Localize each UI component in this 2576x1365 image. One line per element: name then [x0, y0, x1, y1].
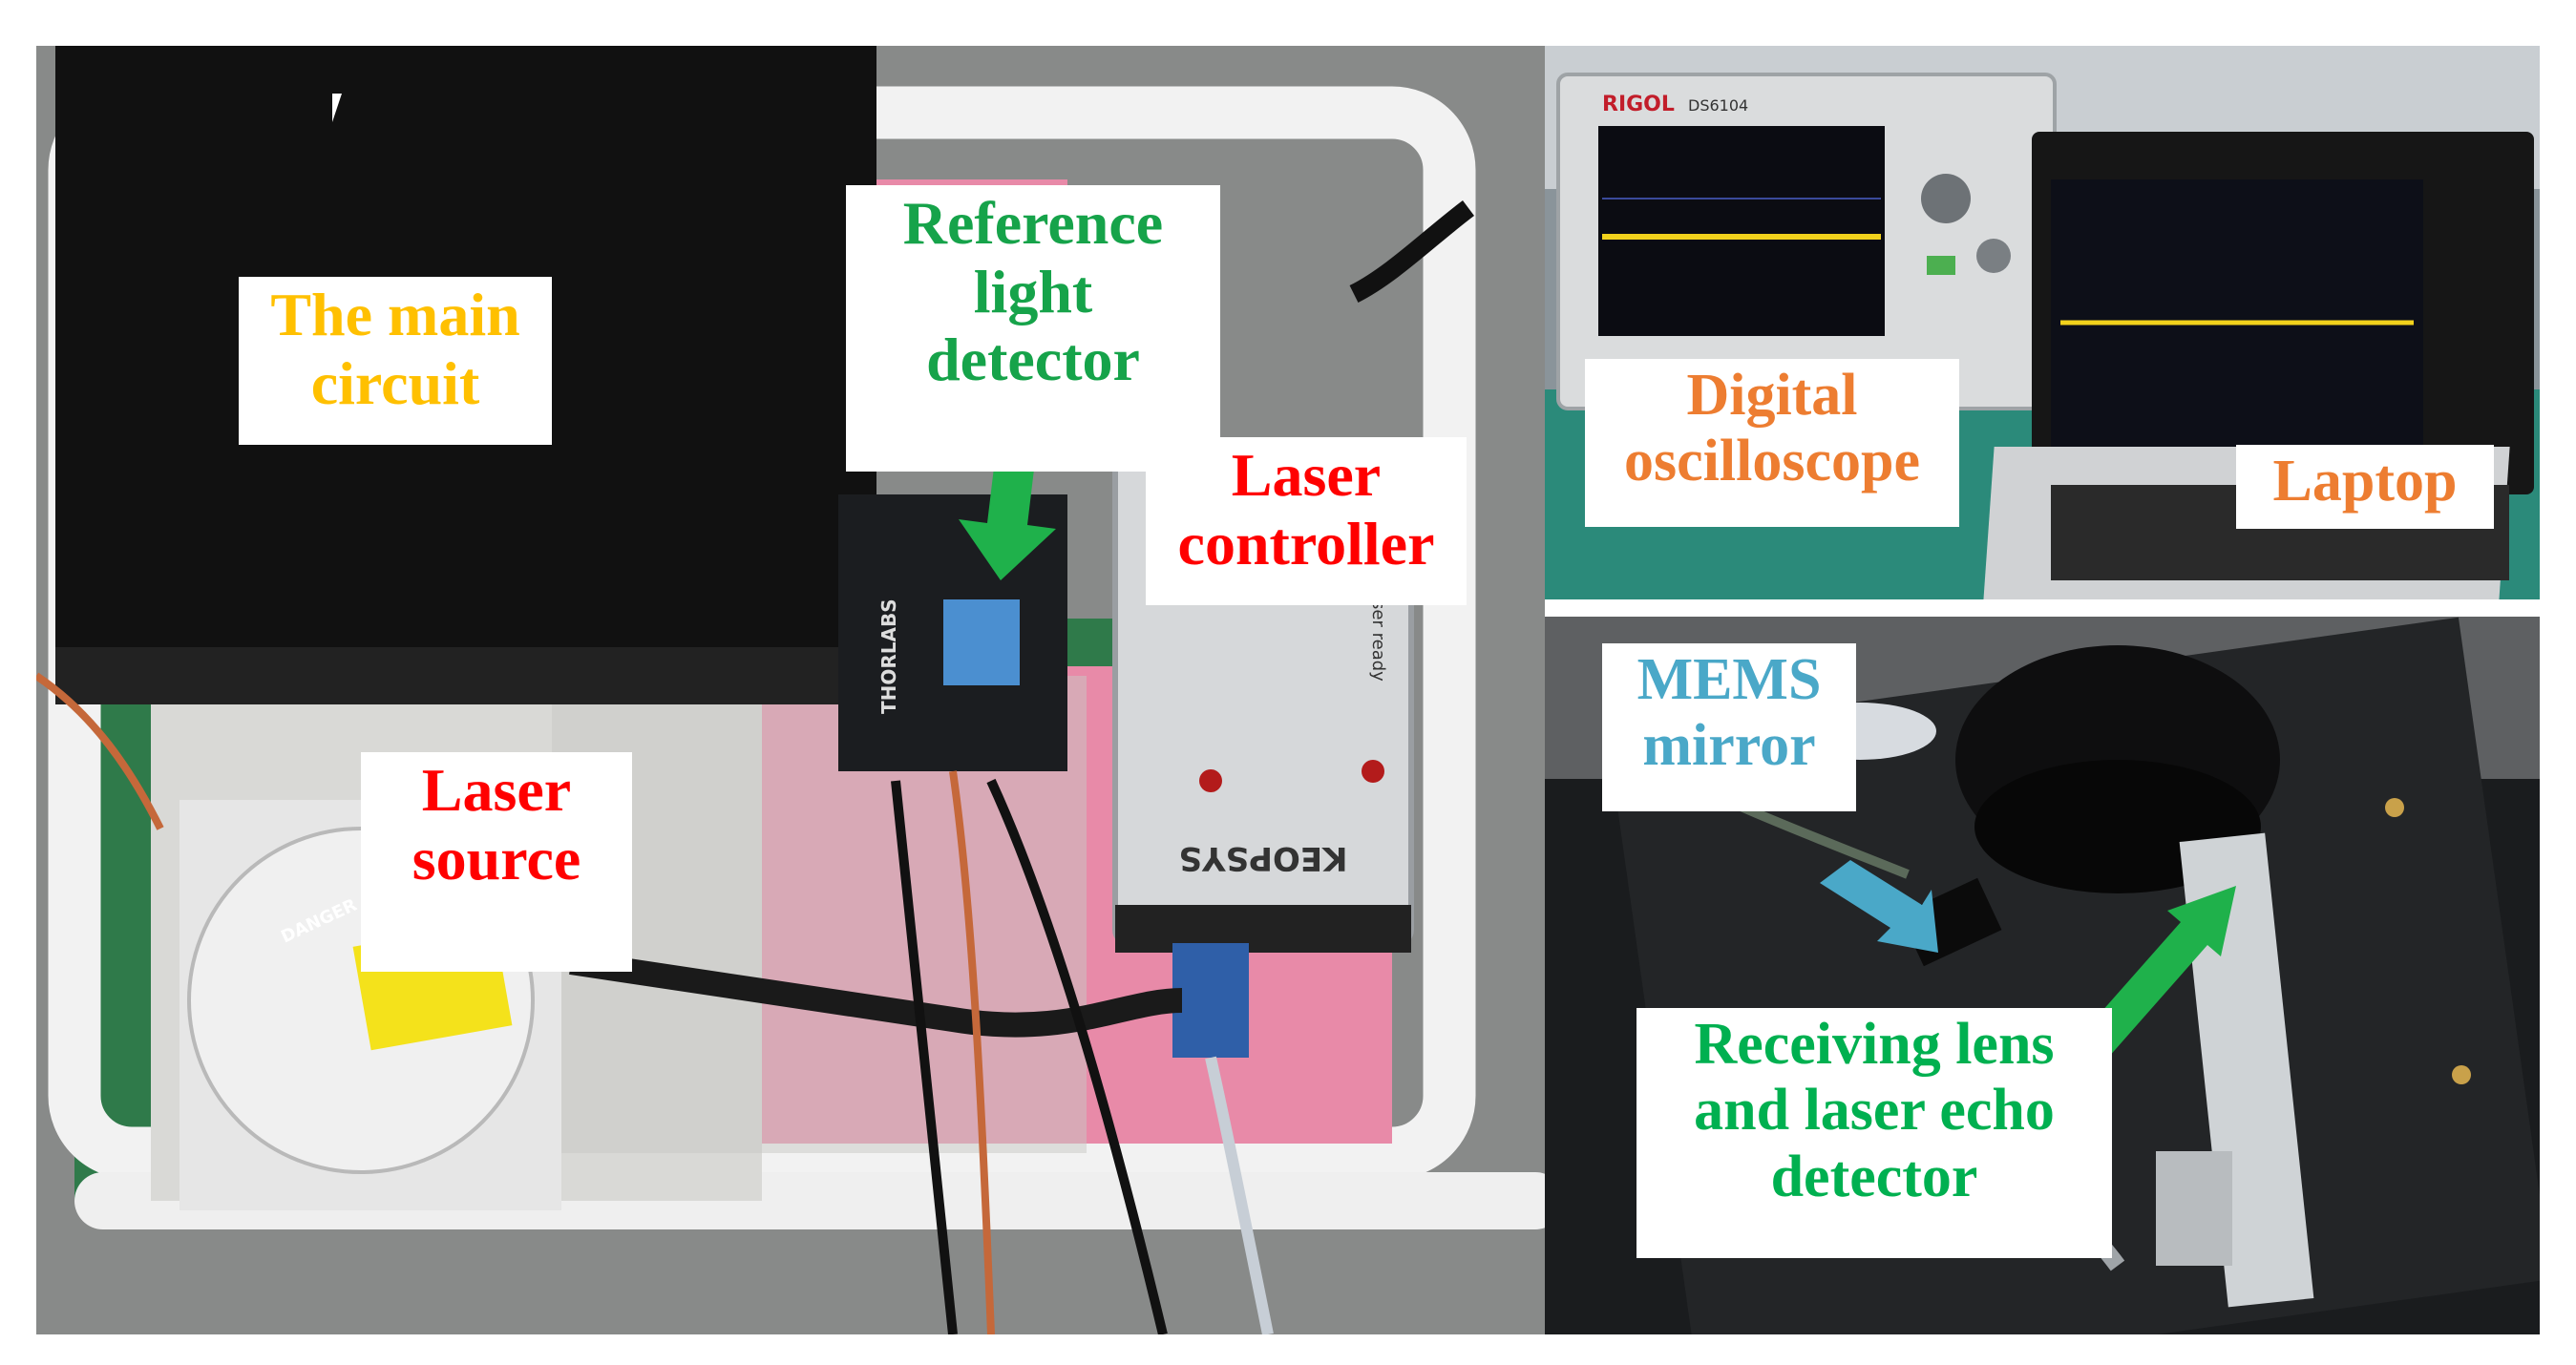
label-laser-source: Laser source [361, 752, 632, 972]
label-reference-light-detector: Reference light detector [846, 185, 1220, 472]
oscilloscope-photo: RIGOL DS6104 Digital oscilloscope Laptop [1545, 46, 2540, 599]
scope-brand-text: RIGOL [1602, 93, 1675, 116]
setup-photo: THORLABS KEOPSYS Laser ready DANGER The … [36, 46, 1545, 1334]
label-main-circuit: The main circuit [239, 277, 552, 445]
label-receiving-lens: Receiving lens and laser echo detector [1636, 1008, 2112, 1258]
scope-model-text: DS6104 [1688, 96, 1748, 115]
laser-ready-text: Laser ready [1368, 580, 1388, 682]
thorlabs-text: THORLABS [877, 598, 900, 714]
echo-detector-rail [2179, 832, 2314, 1308]
setup-photo-scene: THORLABS KEOPSYS Laser ready DANGER [36, 46, 1545, 1334]
receiver-photo: MEMS mirror Receiving lens and laser ech… [1545, 617, 2540, 1334]
label-digital-oscilloscope: Digital oscilloscope [1585, 359, 1959, 527]
label-laser-controller: Laser controller [1146, 437, 1467, 605]
keopsys-text: KEOPSYS [1179, 839, 1348, 877]
receiving-lens-arrow [2080, 886, 2236, 1058]
label-laptop: Laptop [2236, 445, 2494, 529]
label-mems-mirror: MEMS mirror [1602, 643, 1856, 811]
mems-mirror-arrow [1820, 860, 1938, 953]
